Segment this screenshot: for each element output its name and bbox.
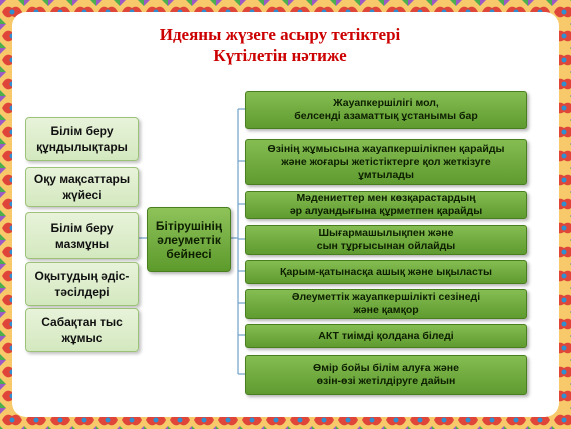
outcome-responsible-citizen: Жауапкершілігі мол, белсенді азаматтық ұ… (245, 91, 527, 129)
title-line-2: Күтілетін нәтиже (213, 46, 347, 65)
left-item-content: Білім беру мазмұны (25, 212, 139, 259)
left-item-goals: Оқу мақсаттары жүйесі (25, 167, 139, 207)
outcome-critical-thinking: Шығармашылықпен және сын тұрғысынан ойла… (245, 225, 527, 255)
outcome-ict: АКТ тиімді қолдана біледі (245, 324, 527, 348)
left-item-methods: Оқытудың әдіс-тәсілдері (25, 262, 139, 306)
outcome-achievement: Өзінің жұмысына жауапкершілікпен қарайды… (245, 139, 527, 185)
title-line-1: Идеяны жүзеге асыру тетіктері (159, 25, 401, 44)
graduate-profile-box: Бітірушінің әлеуметтік бейнесі (147, 207, 231, 272)
left-item-extracurricular: Сабақтан тыс жұмыс (25, 308, 139, 352)
outcome-social-responsibility: Әлеуметтік жауапкершілікті сезінеді және… (245, 289, 527, 319)
outcome-lifelong-learning: Өмір бойы білім алуға және өзін-өзі жеті… (245, 355, 527, 395)
outcome-respect-diversity: Мәдениеттер мен көзқарастардың әр алуанд… (245, 191, 527, 219)
outcome-communication: Қарым-қатынасқа ашық және ықыласты (245, 260, 527, 284)
left-item-values: Білім беру құндылықтары (25, 117, 139, 161)
